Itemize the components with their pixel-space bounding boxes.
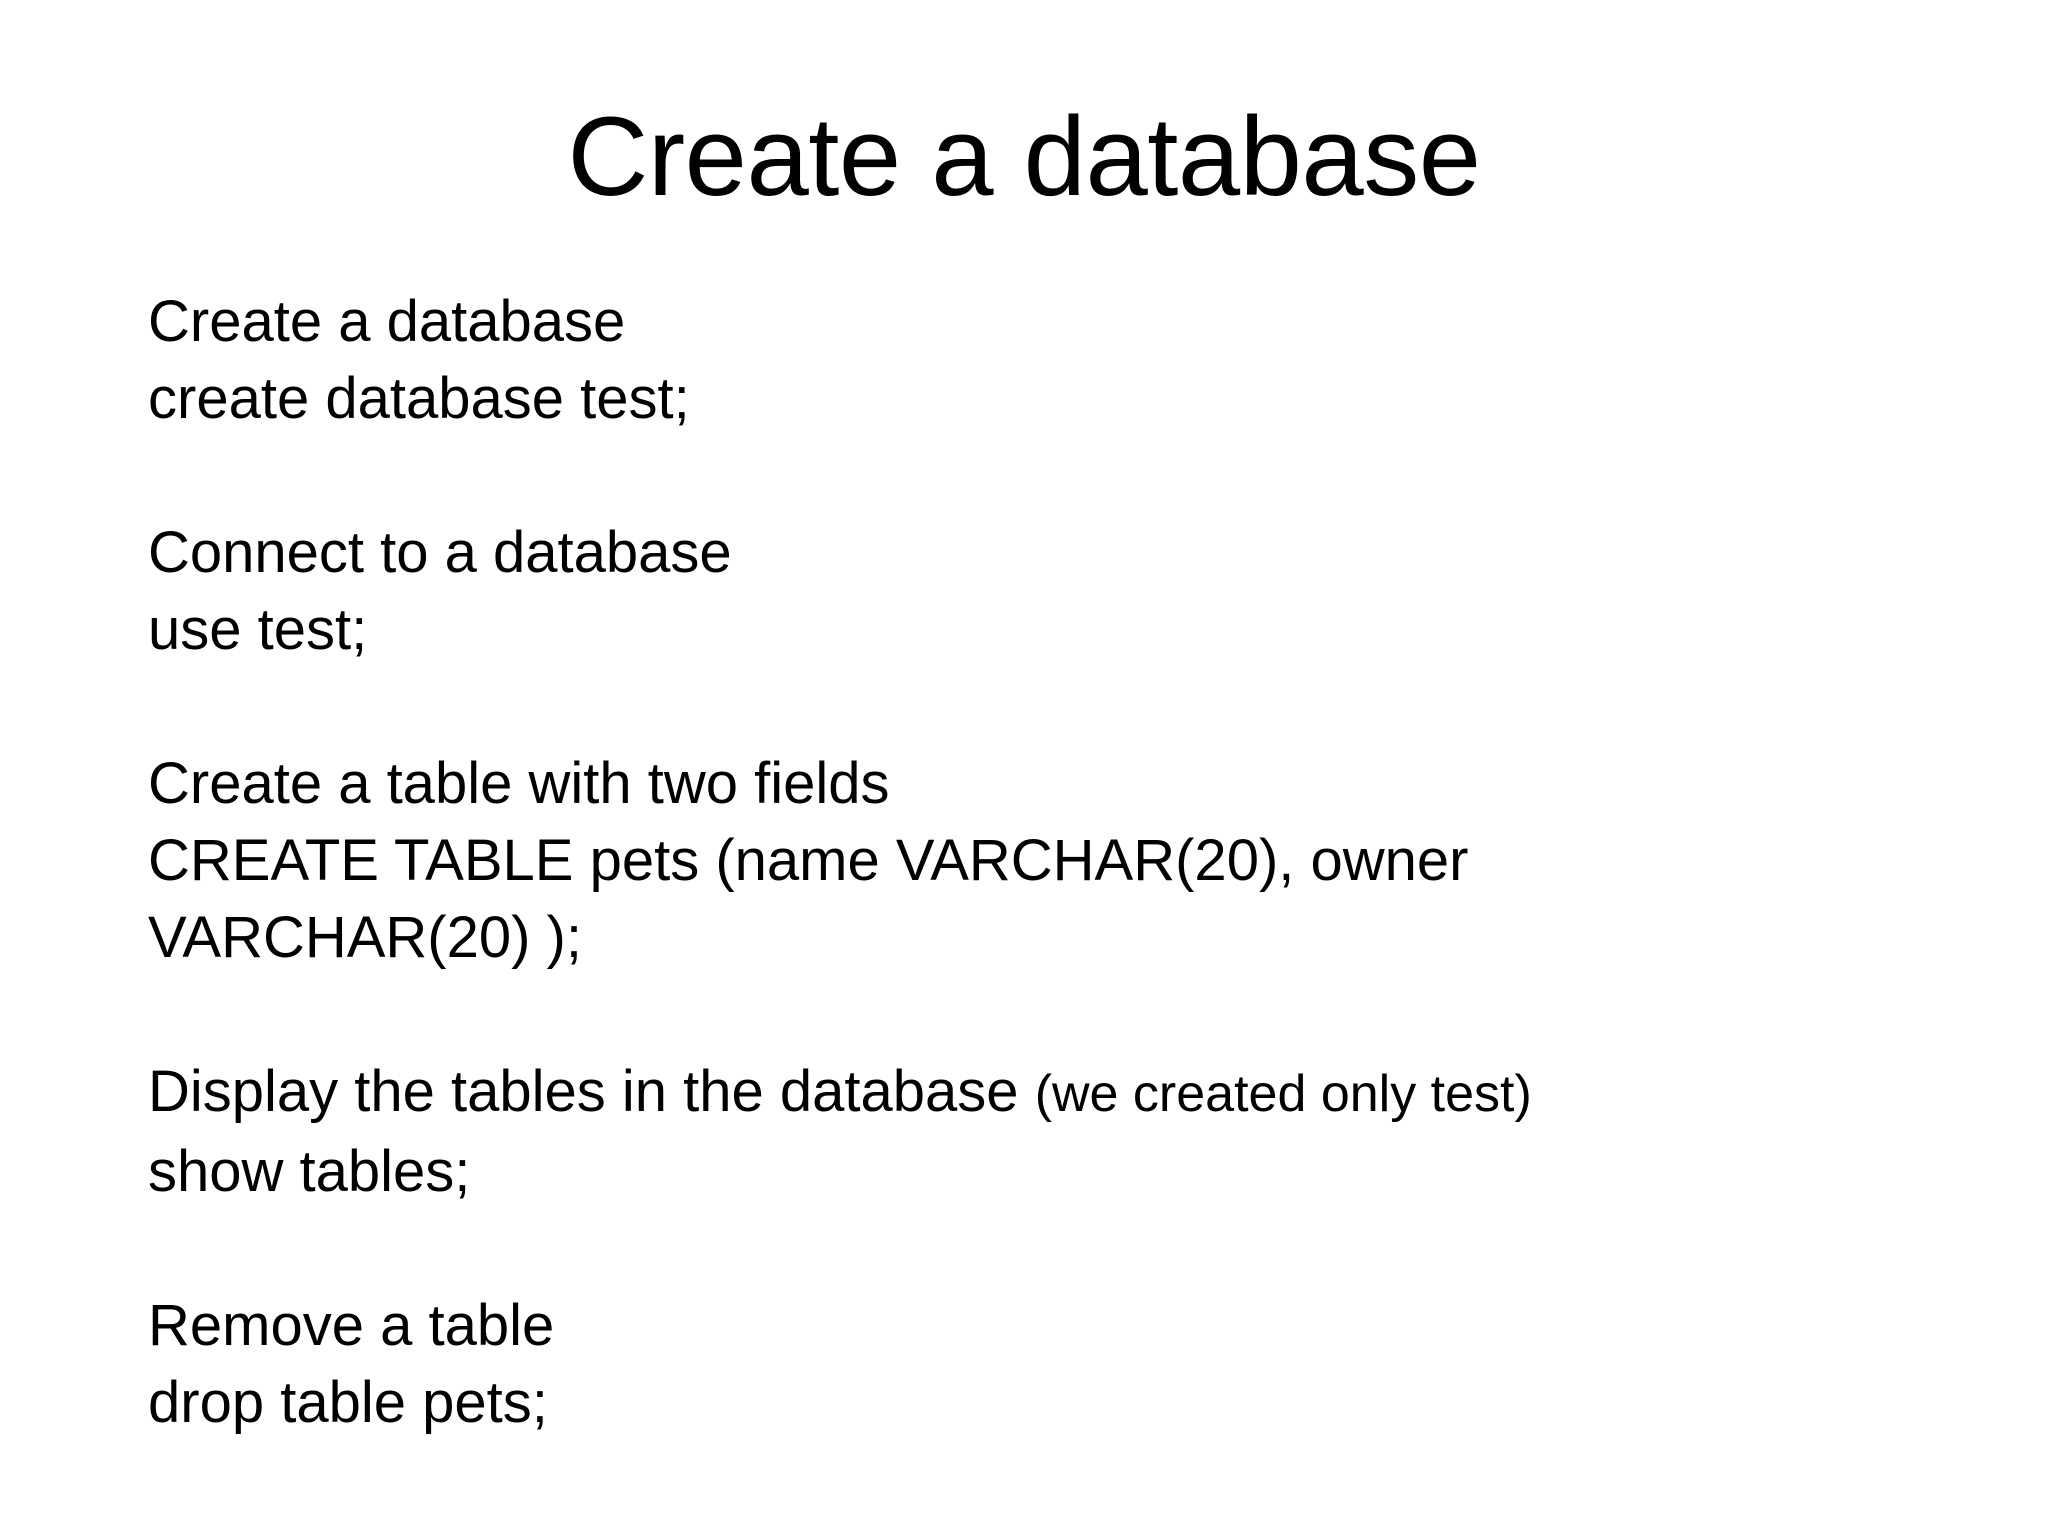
block-2-heading: Connect to a database — [148, 520, 732, 585]
block-5-command: drop table pets; — [148, 1370, 548, 1435]
block-2-command: use test; — [148, 597, 368, 662]
block-1-command: create database test; — [148, 366, 690, 431]
block-4-heading-main: Display the tables in the database — [148, 1059, 1035, 1124]
slide-body-text: Create a database create database test; … — [148, 283, 1988, 1441]
block-4-command: show tables; — [148, 1139, 471, 1204]
block-3-command: CREATE TABLE pets (name VARCHAR(20), own… — [148, 828, 1469, 893]
block-3-command-wrap: VARCHAR(20) ); — [148, 905, 582, 970]
page-title: Create a database — [567, 94, 1481, 219]
block-4-heading-note: (we created only test) — [1034, 1065, 1532, 1123]
block-5-heading: Remove a table — [148, 1293, 555, 1358]
blank-line-2 — [148, 668, 1988, 745]
blank-line-4 — [148, 1210, 1988, 1287]
blank-line-1 — [148, 437, 1988, 514]
block-3-heading: Create a table with two fields — [148, 751, 890, 816]
block-4-heading: Display the tables in the database (we c… — [148, 1053, 1988, 1133]
block-1-heading: Create a database — [148, 289, 626, 354]
blank-line-3 — [148, 976, 1988, 1053]
